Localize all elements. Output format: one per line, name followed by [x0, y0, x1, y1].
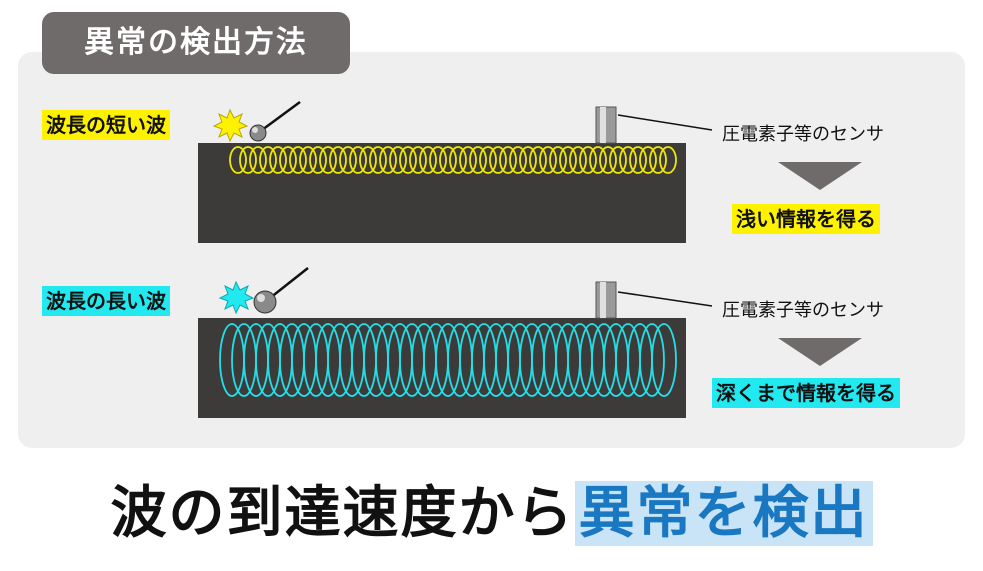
coil-loop — [269, 146, 287, 174]
coil-loop — [539, 146, 557, 174]
coil-loop — [489, 146, 507, 174]
hammer-stick-top — [261, 100, 301, 132]
short-wave-label: 波長の短い波 — [42, 110, 170, 140]
coil-loop — [579, 146, 597, 174]
coil-loop — [349, 146, 367, 174]
coil-loop — [369, 146, 387, 174]
impact-burst-top — [212, 108, 249, 143]
coil-loop — [499, 146, 517, 174]
coil-loop — [479, 146, 497, 174]
coil-loop — [639, 323, 665, 397]
section-title: 異常の検出方法 — [42, 12, 350, 74]
coil-loop — [469, 146, 487, 174]
coil-loop — [599, 146, 617, 174]
coil-loop — [379, 146, 397, 174]
coil-loop — [289, 146, 307, 174]
coil-loop — [409, 146, 427, 174]
shallow-result-label: 浅い情報を得る — [732, 204, 880, 234]
coil-loop — [359, 146, 377, 174]
coil-loop — [609, 146, 627, 174]
coil-loop — [449, 146, 467, 174]
coil-loop — [259, 146, 277, 174]
result-arrow-bottom — [778, 338, 862, 366]
coil-loop — [529, 146, 547, 174]
deep-result-label: 深くまで情報を得る — [712, 378, 900, 408]
sensor-leader-bottom — [617, 291, 713, 307]
impact-burst-bottom — [218, 280, 255, 315]
hammer-stick-bottom — [269, 267, 309, 299]
coil-loop — [309, 146, 327, 174]
coil-loop — [459, 146, 477, 174]
coil-loop — [509, 146, 527, 174]
hammer-ball-top — [249, 124, 267, 142]
coil-loop — [589, 146, 607, 174]
coil-loop — [399, 146, 417, 174]
coil-loop — [559, 146, 577, 174]
result-arrow-top — [778, 162, 862, 190]
coil-loop — [549, 146, 567, 174]
long-wave-label: 波長の長い波 — [42, 286, 170, 316]
long-wave-coil — [219, 323, 677, 397]
sensor-label-bottom: 圧電素子等のセンサ — [722, 300, 884, 321]
coil-loop — [229, 146, 247, 174]
coil-loop — [649, 146, 667, 174]
short-wave-coil — [229, 146, 677, 174]
coil-loop — [439, 146, 457, 174]
coil-loop — [329, 146, 347, 174]
specimen-block-top — [198, 143, 686, 243]
coil-loop — [629, 146, 647, 174]
sensor-leader-top — [617, 114, 713, 131]
conclusion-prefix: 波の到達速度から — [110, 481, 575, 546]
coil-loop — [639, 146, 657, 174]
coil-loop — [389, 146, 407, 174]
conclusion-text: 波の到達速度から異常を検出 — [0, 478, 983, 550]
coil-loop — [429, 146, 447, 174]
coil-loop — [319, 146, 337, 174]
coil-loop — [299, 146, 317, 174]
coil-loop — [339, 146, 357, 174]
coil-loop — [239, 146, 257, 174]
coil-loop — [249, 146, 267, 174]
coil-loop — [419, 146, 437, 174]
hammer-ball-bottom — [253, 290, 277, 314]
coil-loop — [279, 146, 297, 174]
coil-loop — [659, 146, 677, 174]
coil-loop — [519, 146, 537, 174]
coil-loop — [619, 146, 637, 174]
coil-loop — [569, 146, 587, 174]
conclusion-highlight: 異常を検出 — [574, 481, 873, 546]
sensor-label-top: 圧電素子等のセンサ — [722, 124, 884, 145]
coil-loop — [651, 323, 677, 397]
